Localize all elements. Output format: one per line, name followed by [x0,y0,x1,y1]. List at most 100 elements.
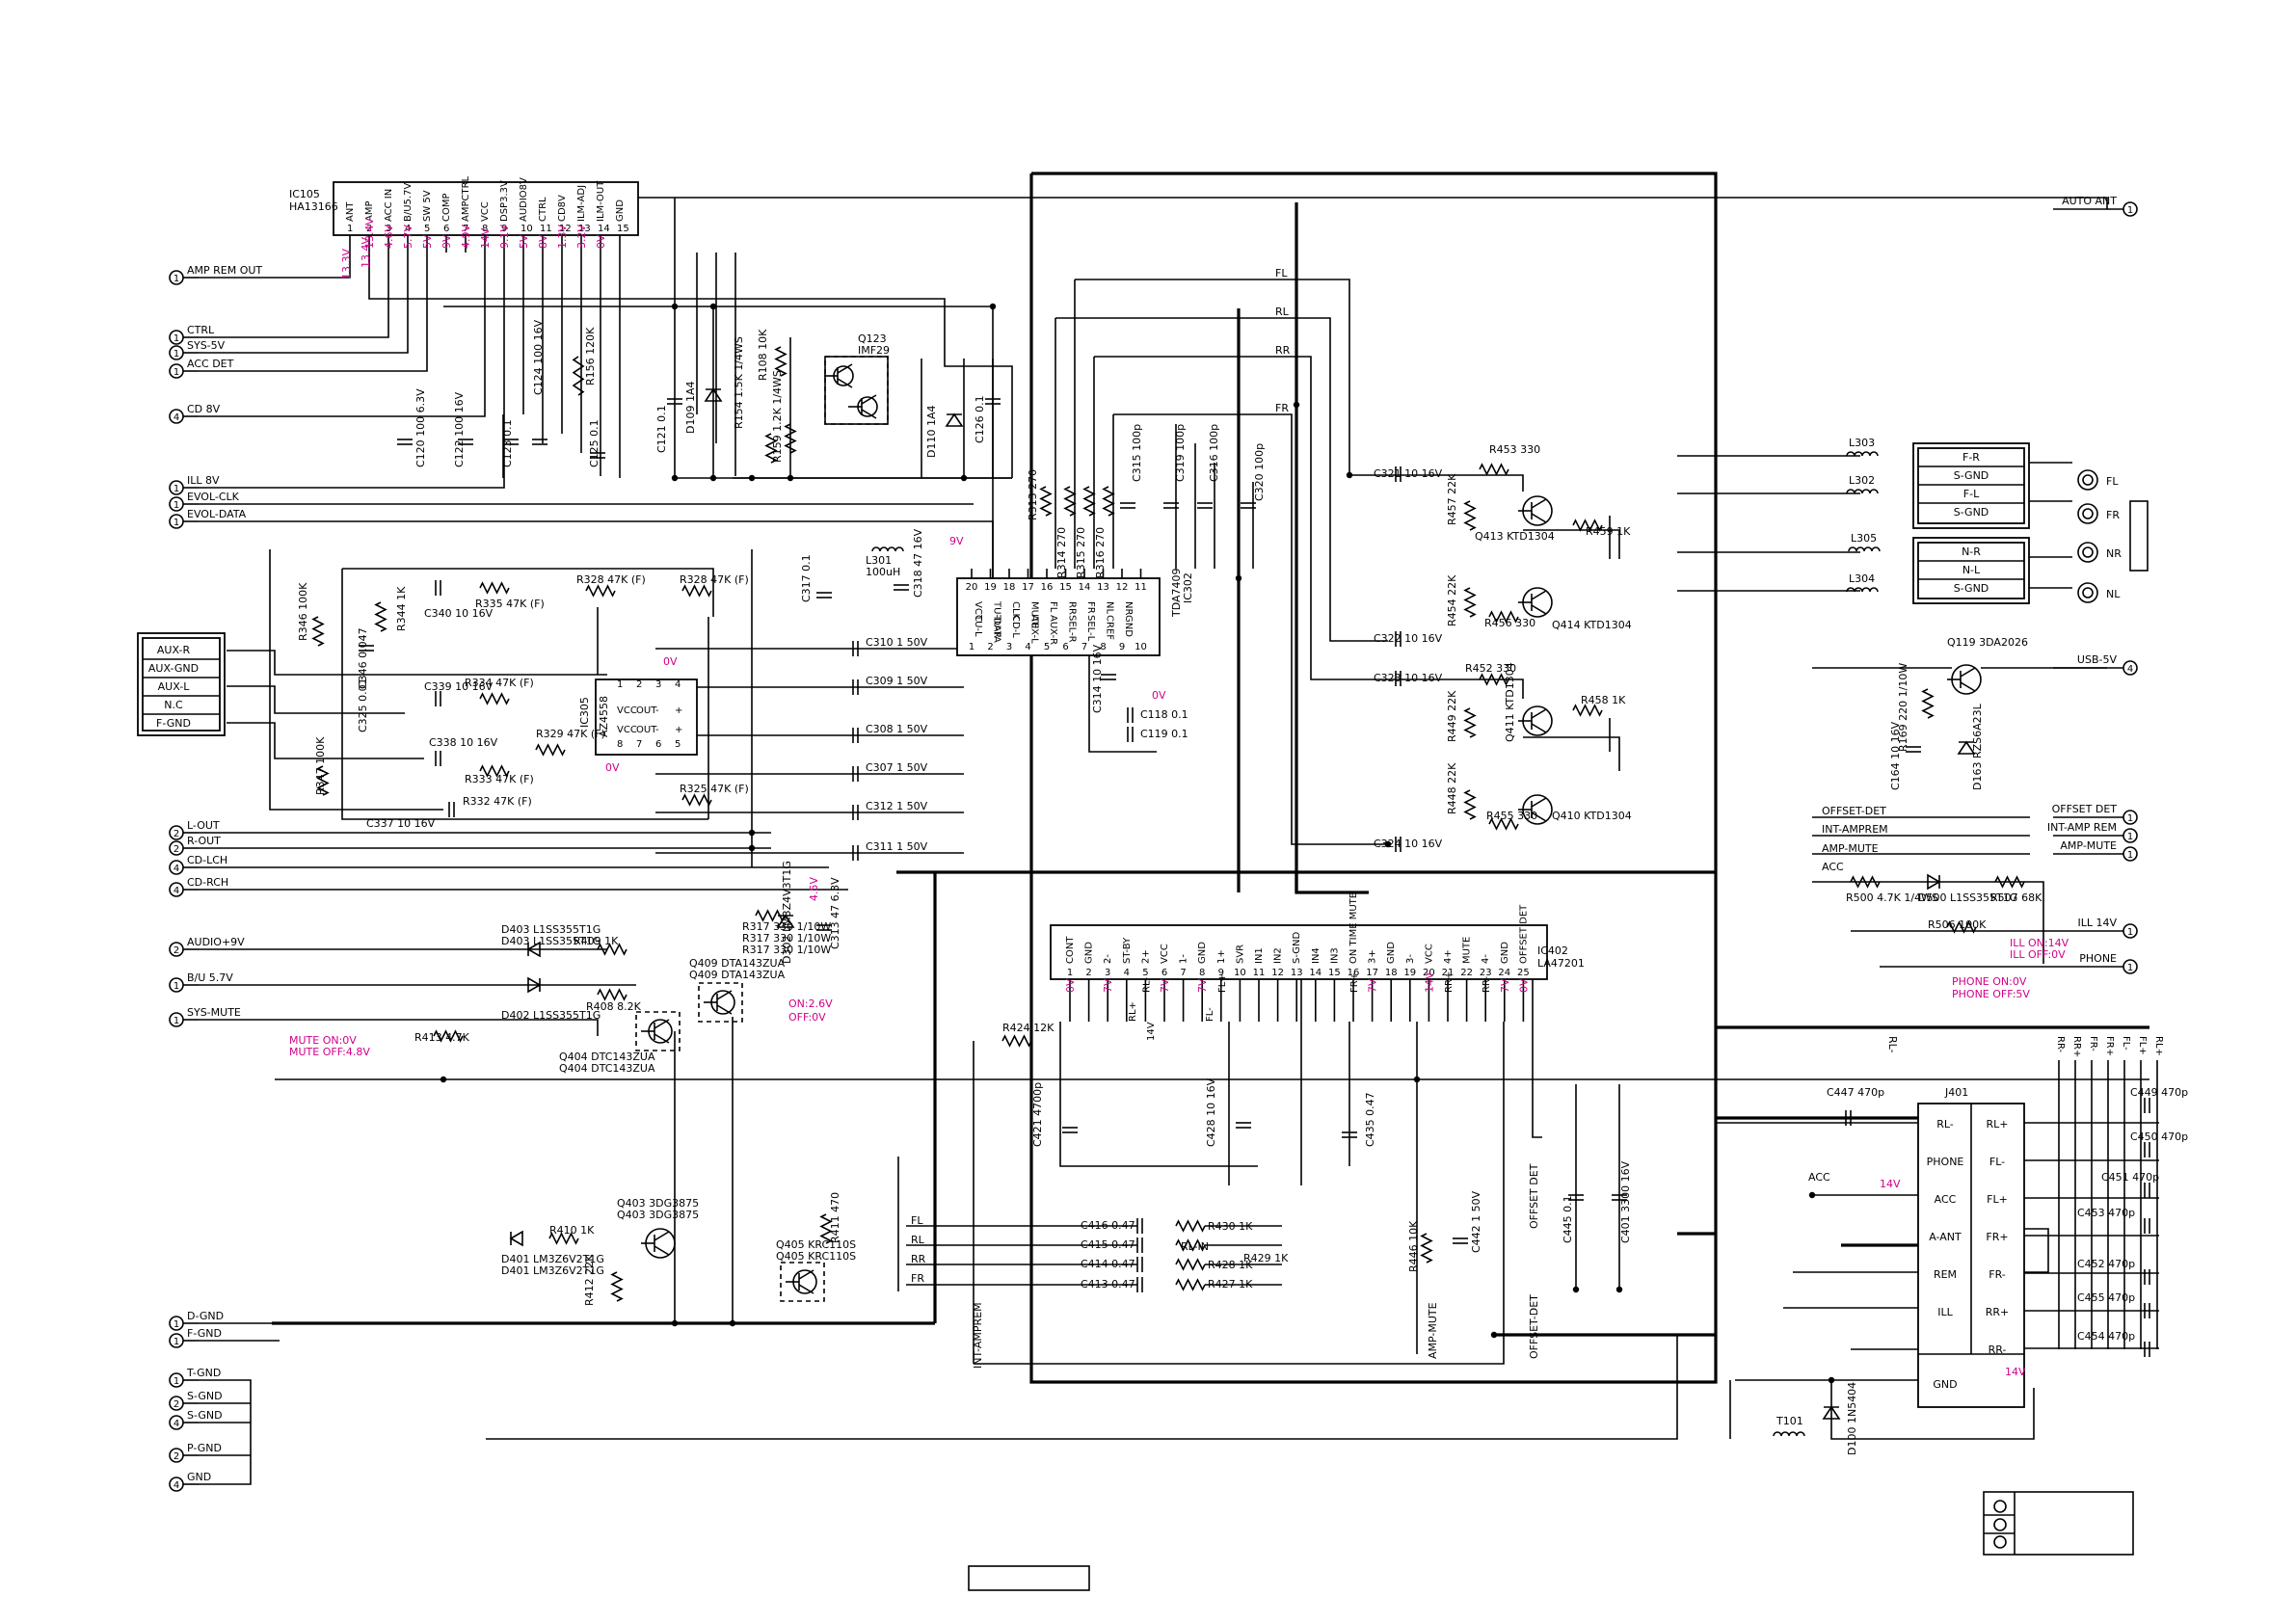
l302-label: L302 [1849,474,1875,487]
resistor-symbol [610,1271,624,1302]
ic305-part: AZ4558 [598,696,610,737]
speaker-pin-label: S-GND [1954,506,1989,519]
c126-label: C126 0.1 [974,395,986,443]
aux-pin-label: AUX-GND [148,662,199,675]
j401-pin-label: FR+ [1986,1231,2008,1243]
r332-label: R332 47K (F) [463,795,532,808]
resistor-symbol [572,356,585,396]
ic302-pin-number: 16 [1041,582,1054,593]
ic305-pin-number: 3 [655,679,661,690]
ic302-pin-name: MUTE [1029,601,1040,628]
ic302-pin-name: SEL-R [1067,615,1078,643]
wire [342,568,714,617]
transistor-symbol [654,1033,670,1044]
r333-label: R333 47K (F) [465,773,534,785]
r156-label: R156 120K [584,327,597,386]
resistor-symbol [1175,1219,1206,1233]
jack-label: FL [2106,475,2119,488]
ic402-pin-number: 20 [1423,968,1435,978]
ic402-pin-note: RR- [1482,976,1492,993]
ic302-pin-name: RR [1067,601,1078,615]
j401-pin-label: FR- [1989,1268,2006,1281]
d401-label: D401 LM3Z6V2T1G [501,1264,604,1277]
voltage-note: 4.9V [460,225,472,249]
q413-label: Q413 KTD1304 [1475,530,1555,543]
l304-label: L304 [1849,572,1875,585]
fl-label: FL [911,1214,923,1227]
ic302-pin-number: 1 [969,642,974,652]
q403-label: Q403 3DG3875 [617,1209,699,1221]
q414-label: Q414 KTD1304 [1552,619,1632,631]
c453-label: C453 470p [2077,1207,2135,1219]
ic402-pin-name: SVR [1235,945,1245,964]
aux-pin-label: F-GND [156,717,191,730]
c452-label: C452 470p [2077,1258,2135,1270]
voltage-note: 5V [518,234,530,249]
j401-ref: J401 [1944,1086,1968,1099]
wire [1830,1380,2035,1440]
port-label: AUTO ANT [2062,195,2117,207]
bus-label: RR+ [2071,1036,2082,1057]
ic302-pin-number: 12 [1116,582,1129,593]
ic302-ref: IC302 [1182,572,1194,603]
rca-jack [2077,542,2098,563]
wire [655,298,1013,478]
c309-label: C309 1 50V [866,675,928,687]
port-number: 1 [174,518,179,528]
ic402-pin-name: IN3 [1329,947,1340,964]
d500-label: D500 L1SS355T1G [1918,891,2017,904]
voltage-note: 1.3V [556,225,569,249]
c123-label: C123 0.1 [501,419,514,467]
port-number: 2 [174,945,179,956]
port-label: S-GND [187,1409,223,1422]
wire [199,253,351,279]
wire [227,685,405,714]
c324-label: C324 10 16V [1374,838,1443,850]
voltage-note: 13.4V [363,218,376,249]
jack-label: NR [2106,547,2122,560]
speaker-pin-label: F-R [1962,451,1980,464]
j401-pin-label: REM [1934,1268,1957,1281]
ic105-pin-number: 9 [501,224,507,234]
q405-dashed-outline [780,1262,825,1302]
r453-label: R453 330 [1489,443,1540,456]
rlm-label: RL- [1886,1036,1899,1053]
port-label: ILL 8V [187,474,220,487]
transistor-symbol [1531,797,1547,808]
rlin-label: RL-IN [1181,1240,1209,1253]
transistor-symbol [654,1019,670,1029]
port-connector [2122,828,2138,843]
resistor-symbol [1994,875,2025,889]
port-label: T-GND [186,1367,221,1379]
port-label: GND [187,1471,211,1483]
port-number: 1 [2127,832,2133,842]
ic305-pin-name: VCC [617,705,637,716]
ic302-pin-number: 4 [1025,642,1030,652]
ic402-pin-note: FR+ [1349,972,1360,993]
transistor-symbol [1531,604,1547,615]
c450-label: C450 470p [2130,1131,2188,1143]
c321-label: C321 10 16V [1374,467,1443,480]
ic402-pin-number: 5 [1142,968,1148,978]
wire-layer [199,172,2159,1485]
ic302-pin-number: 19 [984,582,997,593]
port-number: 4 [174,1480,179,1491]
speaker-pin-label: N-R [1962,545,1981,558]
ic302-pin-number: 17 [1022,582,1034,593]
voltage-note: 14V [1880,1178,1901,1190]
bus-label: FL- [2121,1036,2131,1051]
jack-bracket [2129,500,2149,572]
j401-pin-label: RL- [1936,1118,1954,1131]
voltage-note: 9V [441,234,453,249]
ic402-pin-number: 15 [1328,968,1341,978]
imf29-label: IMF29 [858,344,890,357]
diode-symbol [1957,740,1976,755]
wire [1094,356,1388,680]
junction-dot [671,474,679,482]
voltage-note: 14V [479,227,492,249]
r430-label: R430 1K [1208,1220,1253,1233]
c414-label: C414 0.47 [1081,1258,1135,1270]
j401-pin-label: RR- [1989,1344,2007,1356]
c325-label: C325 0.01 [357,678,369,732]
